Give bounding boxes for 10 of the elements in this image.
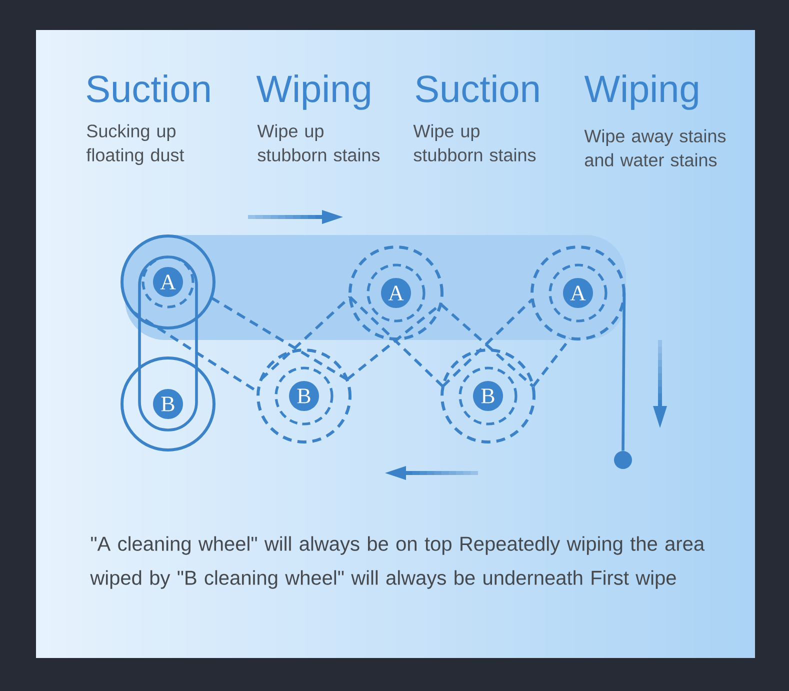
- heading: Wiping: [584, 74, 698, 110]
- line: [622, 292, 626, 451]
- description: Wipe away stains and water stains: [584, 129, 726, 166]
- description: Wipe up stubborn stains: [257, 124, 380, 162]
- heading: Wiping: [256, 74, 370, 110]
- description: Sucking up floating dust: [86, 124, 184, 165]
- heading: Suction: [416, 74, 538, 102]
- heading: Suction: [86, 74, 210, 102]
- description: Wipe up stubborn stains: [413, 124, 536, 162]
- caption: "A cleaning wheel" will always be on top Repeatedly wiping the area wiped by "B cleaning wheel" will always be underneath First wipe: [90, 536, 705, 589]
